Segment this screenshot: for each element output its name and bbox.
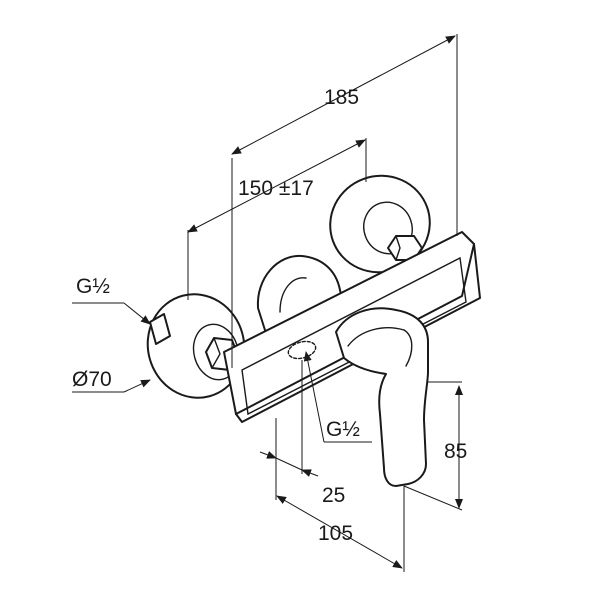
dim-projection xyxy=(276,486,405,572)
dimension-labels: 185 150 ±17 G½ Ø70 G½ 85 25 105 xyxy=(72,86,467,545)
label-centre-distance: 150 ±17 xyxy=(238,177,314,200)
front-rosette xyxy=(146,293,246,399)
label-projection: 105 xyxy=(318,522,353,545)
dim-rosette-diameter xyxy=(72,379,151,393)
mixer-body xyxy=(146,174,481,487)
lever-handle xyxy=(335,307,429,487)
dim-inlet-thread xyxy=(72,302,151,325)
dimension-lines xyxy=(72,34,463,572)
label-outlet-thread: G½ xyxy=(326,418,360,441)
dim-centre-distance xyxy=(187,138,367,300)
rear-nut xyxy=(387,235,423,261)
label-lever-height: 85 xyxy=(444,440,467,463)
label-overall-length: 185 xyxy=(324,86,359,109)
label-inlet-thread: G½ xyxy=(76,275,110,298)
dim-lever-height xyxy=(403,381,463,511)
dim-outlet-offset xyxy=(259,360,319,500)
dim-outlet-thread xyxy=(303,351,372,443)
label-outlet-offset: 25 xyxy=(322,484,345,507)
label-rosette-diameter: Ø70 xyxy=(72,368,112,391)
inlet-stub xyxy=(149,313,171,345)
